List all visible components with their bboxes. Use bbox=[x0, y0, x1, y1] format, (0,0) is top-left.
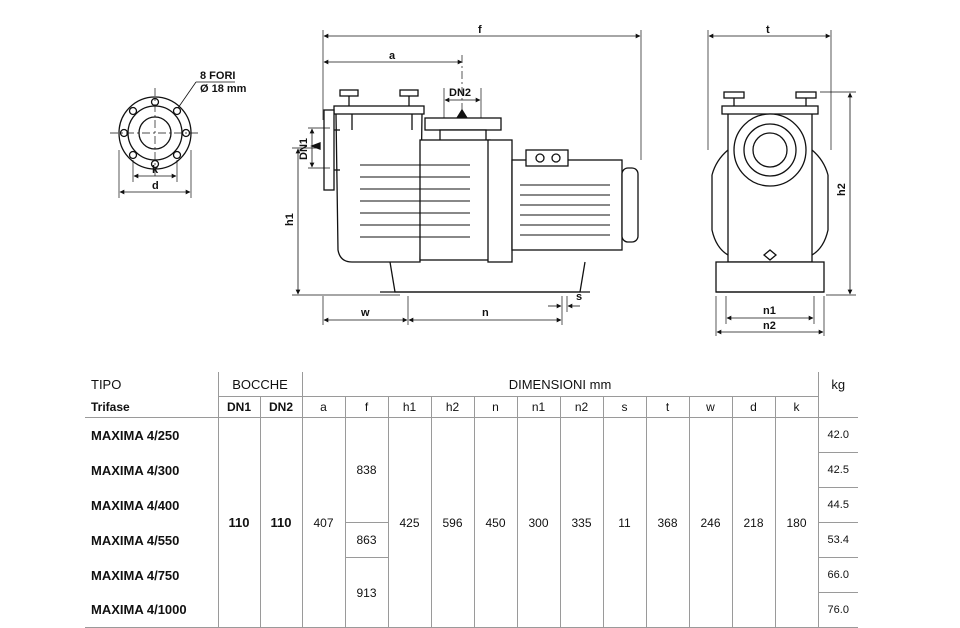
pump-end-view bbox=[707, 30, 856, 336]
flange-holes-label: 8 FORI bbox=[200, 70, 235, 82]
col-header: h1 bbox=[388, 396, 432, 418]
flange-view bbox=[110, 81, 235, 198]
kg-value: 66.0 bbox=[818, 557, 858, 593]
dimensions-table: TIPO BOCCHE DIMENSIONI mm kg Trifase DN1… bbox=[85, 372, 858, 628]
d-value: 218 bbox=[732, 417, 776, 628]
dim-t-label: t bbox=[766, 24, 770, 36]
model-name: MAXIMA 4/750 bbox=[85, 557, 219, 593]
dim-f-label: f bbox=[478, 24, 482, 36]
kg-value: 42.0 bbox=[818, 417, 858, 453]
model-name: MAXIMA 4/550 bbox=[85, 522, 219, 558]
flange-diameter-label: Ø 18 mm bbox=[200, 83, 247, 95]
dim-w-label: w bbox=[360, 307, 370, 319]
dim-dn1-label: DN1 bbox=[298, 138, 310, 160]
col-header: n2 bbox=[560, 396, 604, 418]
dim-k-label: k bbox=[152, 164, 159, 176]
col-header: f bbox=[345, 396, 389, 418]
trifase-label: Trifase bbox=[85, 396, 219, 418]
col-header: t bbox=[646, 396, 690, 418]
h1-value: 425 bbox=[388, 417, 432, 628]
dim-a-label: a bbox=[389, 50, 396, 62]
col-header: h2 bbox=[431, 396, 475, 418]
model-name: MAXIMA 4/300 bbox=[85, 452, 219, 488]
kg-value: 76.0 bbox=[818, 592, 858, 628]
f-value: 913 bbox=[345, 557, 389, 628]
bocche-label: BOCCHE bbox=[218, 372, 303, 397]
k-value: 180 bbox=[775, 417, 819, 628]
col-header: n bbox=[474, 396, 518, 418]
kg-value: 44.5 bbox=[818, 487, 858, 523]
kg-label: kg bbox=[831, 376, 846, 392]
dim-h2-label: h2 bbox=[836, 183, 848, 196]
dim-s-label: s bbox=[576, 291, 582, 303]
n2-value: 335 bbox=[560, 417, 604, 628]
col-header: k bbox=[775, 396, 819, 418]
col-header: DN1 bbox=[218, 396, 261, 418]
dim-dn2-label: DN2 bbox=[449, 87, 471, 99]
a-value: 407 bbox=[302, 417, 346, 628]
dn2-value: 110 bbox=[260, 417, 303, 628]
model-name: MAXIMA 4/1000 bbox=[85, 592, 219, 628]
kg-value: 42.5 bbox=[818, 452, 858, 488]
model-name: MAXIMA 4/400 bbox=[85, 487, 219, 523]
f-value: 838 bbox=[345, 417, 389, 523]
col-header: w bbox=[689, 396, 733, 418]
w-value: 246 bbox=[689, 417, 733, 628]
dn1-value: 110 bbox=[218, 417, 261, 628]
dim-d-label: d bbox=[152, 180, 159, 192]
col-header: n1 bbox=[517, 396, 561, 418]
pump-side-view bbox=[292, 30, 642, 325]
h2-value: 596 bbox=[431, 417, 475, 628]
col-header: a bbox=[302, 396, 346, 418]
f-value: 863 bbox=[345, 522, 389, 558]
dimensioni-label: DIMENSIONI mm bbox=[302, 372, 819, 397]
dim-h1-label: h1 bbox=[284, 213, 296, 226]
dim-n1-label: n1 bbox=[763, 305, 776, 317]
col-header: s bbox=[603, 396, 647, 418]
tipo-label: TIPO bbox=[85, 372, 219, 397]
n-value: 450 bbox=[474, 417, 518, 628]
dim-n-label: n bbox=[482, 307, 489, 319]
n1-value: 300 bbox=[517, 417, 561, 628]
model-name: MAXIMA 4/250 bbox=[85, 417, 219, 453]
s-value: 11 bbox=[603, 417, 647, 628]
kg-value: 53.4 bbox=[818, 522, 858, 558]
dim-n2-label: n2 bbox=[763, 320, 776, 332]
technical-drawing: 8 FORI Ø 18 mm k d bbox=[110, 24, 856, 336]
col-header: DN2 bbox=[260, 396, 303, 418]
t-value: 368 bbox=[646, 417, 690, 628]
col-header: d bbox=[732, 396, 776, 418]
